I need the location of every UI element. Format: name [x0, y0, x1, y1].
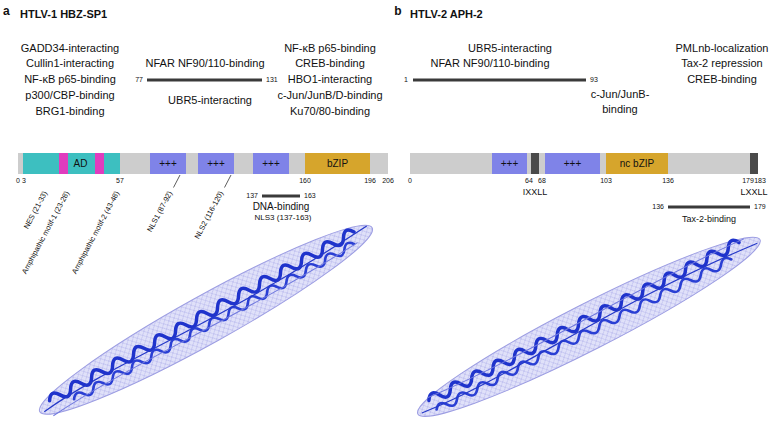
interaction-label: p300/CBP-binding: [25, 89, 114, 102]
residue-number: 183: [754, 177, 766, 185]
protein-bar: [410, 153, 758, 174]
domain-name: AD: [74, 159, 88, 169]
interaction-label: PMLnb-localization: [676, 42, 769, 55]
residue-number: 179: [754, 203, 766, 211]
residue-number: 160: [299, 177, 311, 185]
residue-number: 103: [600, 177, 612, 185]
residue-number: 3: [22, 177, 26, 185]
range-line: [262, 195, 300, 198]
panel-title: HTLV-1 HBZ-SP1: [20, 8, 107, 21]
region-label: NLS3 (137-163): [255, 213, 312, 222]
site-label: NLS2 (116-120): [193, 190, 225, 241]
structure-model: [28, 207, 384, 433]
motif-band: [531, 153, 539, 174]
region-label: Tax-2-binding: [682, 214, 736, 224]
domain-name: +++: [564, 159, 582, 169]
basic-region-box: +++: [198, 153, 234, 174]
domain-name: +++: [501, 159, 519, 169]
domain-name: +++: [262, 159, 280, 169]
residue-number: 196: [364, 177, 376, 185]
domain-box: bZIP: [305, 153, 370, 174]
interaction-label: Cullin1-interacting: [26, 57, 114, 70]
interaction-label: Tax-2 repression: [681, 57, 762, 70]
residue-number: 179: [742, 177, 754, 185]
residue-number: 131: [266, 76, 278, 84]
range-line: [413, 79, 586, 82]
site-label: NLS1 (87-92): [146, 190, 175, 234]
interaction-label: NF-κB p65-binding: [284, 42, 376, 55]
interaction-label: c-Jun/JunB-binding: [584, 87, 656, 117]
domain-name: nc bZIP: [620, 159, 654, 169]
panel-letter: a: [3, 5, 10, 19]
site-label: Amphipathic motif-1 (23-28): [21, 190, 72, 276]
range-line: [668, 206, 750, 209]
interaction-label: UBR5-interacting: [168, 94, 252, 107]
interaction-label: NFAR NF90/110-binding: [430, 57, 549, 70]
basic-region-box: +++: [150, 153, 186, 174]
leader-line: [174, 175, 181, 188]
residue-number: 0: [16, 177, 20, 185]
site-label: Amphipathic motif-2 (43-48): [71, 190, 122, 276]
residue-number: 206: [382, 177, 394, 185]
region-label: DNA-binding: [253, 201, 310, 213]
interaction-label: UBR5-interacting: [468, 42, 552, 55]
interaction-label: GADD34-interacting: [21, 42, 119, 55]
residue-number: 136: [662, 177, 674, 185]
interaction-label: HBO1-interacting: [288, 73, 372, 86]
interaction-label: Ku70/80-binding: [290, 105, 370, 118]
interaction-label: c-Jun/JunB/D-binding: [277, 89, 382, 102]
motif-label: LXXLL: [740, 187, 767, 197]
basic-region-box: +++: [492, 153, 527, 174]
motif-label: IXXLL: [523, 187, 548, 197]
domain-box: nc bZIP: [606, 153, 668, 174]
protein-bar: [18, 153, 388, 174]
residue-number: 1: [404, 76, 408, 84]
range-line: [147, 79, 262, 82]
domain-name: +++: [207, 159, 225, 169]
panel-letter: b: [394, 5, 401, 19]
interaction-label: NF-κB p65-binding: [24, 73, 116, 86]
domain-box: AD: [23, 153, 120, 174]
interaction-label: NFAR NF90/110-binding: [145, 57, 264, 70]
panel-title: HTLV-2 APH-2: [410, 8, 483, 21]
interaction-label: CREB-binding: [295, 57, 365, 70]
residue-number: 68: [538, 177, 546, 185]
interaction-label: CREB-binding: [687, 73, 757, 86]
basic-region-box: +++: [253, 153, 289, 174]
residue-number: 64: [525, 177, 533, 185]
domain-name: bZIP: [327, 159, 348, 169]
motif-band: [750, 153, 758, 174]
residue-number: 57: [116, 177, 124, 185]
residue-number: 136: [652, 203, 664, 211]
residue-number: 0: [408, 177, 412, 185]
residue-number: 77: [135, 76, 143, 84]
residue-number: 93: [590, 76, 598, 84]
leader-line: [225, 175, 232, 188]
domain-name: +++: [159, 159, 177, 169]
residue-number: 163: [304, 192, 316, 200]
residue-number: 137: [246, 192, 258, 200]
structure-model: [407, 219, 770, 434]
interaction-label: BRG1-binding: [35, 105, 104, 118]
basic-region-box: +++: [545, 153, 600, 174]
